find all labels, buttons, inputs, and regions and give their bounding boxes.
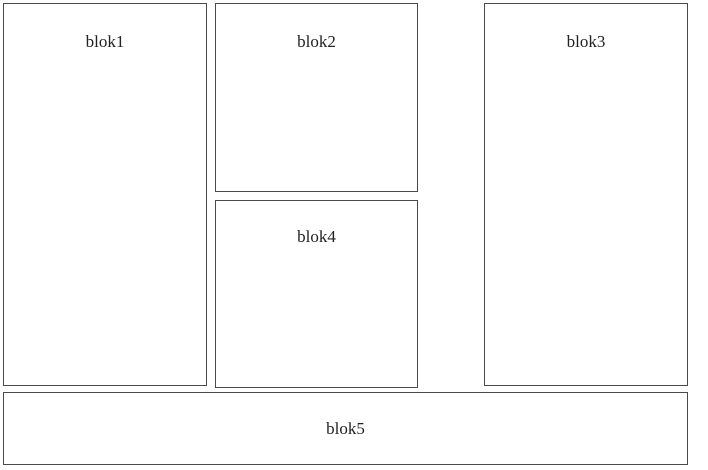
- block-3-label: blok3: [566, 32, 606, 51]
- block-5-label: blok5: [326, 419, 365, 438]
- block-3: blok3: [484, 3, 688, 386]
- block-5: blok5: [3, 392, 688, 465]
- block-1: blok1: [3, 3, 207, 386]
- block-4-label: blok4: [297, 227, 336, 246]
- block-2-label: blok2: [297, 32, 336, 51]
- block-2: blok2: [215, 3, 418, 192]
- block-4: blok4: [215, 200, 418, 388]
- block-1-label: blok1: [85, 32, 125, 51]
